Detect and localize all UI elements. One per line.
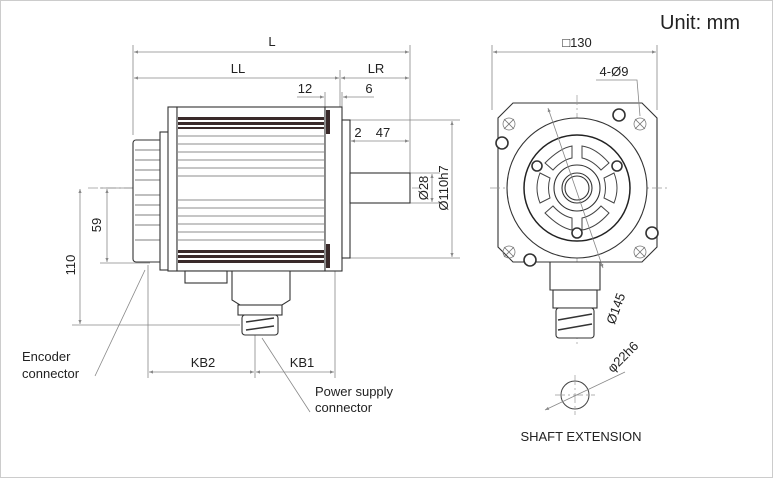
front-connector — [549, 261, 601, 291]
dim-LR-label: LR — [368, 61, 385, 76]
dim-12-label: 12 — [298, 81, 312, 96]
flange-dia-label: Ø110h7 — [436, 165, 451, 210]
holes-label: 4-Ø9 — [600, 64, 629, 79]
square-130-label: □130 — [562, 35, 592, 50]
rear-plate — [167, 106, 178, 272]
dim-6-label: 6 — [365, 81, 372, 96]
dim-59-label: 59 — [89, 218, 104, 232]
dim-KB2-label: KB2 — [191, 355, 216, 370]
side-view: L LL LR 12 6 2 47 Ø28 Ø110h7 59 110 KB2 … — [22, 34, 460, 415]
flange — [341, 119, 351, 259]
power-callout: Power supply — [315, 384, 394, 399]
dim-KB1-label: KB1 — [290, 355, 315, 370]
power-connector — [231, 270, 291, 306]
dim-110-label: 110 — [63, 255, 78, 276]
shaft-extension: φ22h6 SHAFT EXTENSION — [520, 338, 641, 444]
shaft-dia-label: Ø28 — [416, 176, 431, 201]
encoder-callout: Encoder — [22, 349, 71, 364]
dim-47-label: 47 — [376, 125, 390, 140]
motor-body — [176, 106, 326, 272]
encoder — [132, 139, 164, 263]
front-view: □130 4-Ø9 Ø145 — [490, 35, 670, 345]
dim-LL-label: LL — [231, 61, 245, 76]
pcd-label: Ø145 — [603, 291, 628, 326]
shaft-ext-dia-label: φ22h6 — [604, 338, 641, 375]
shaft-ext-label: SHAFT EXTENSION — [520, 429, 641, 444]
shaft — [349, 172, 411, 204]
dim-L-label: L — [268, 34, 275, 49]
unit-label: Unit: mm — [660, 12, 740, 34]
power-callout-2: connector — [315, 400, 373, 415]
encoder-callout-2: connector — [22, 366, 80, 381]
dim-2-label: 2 — [354, 125, 361, 140]
